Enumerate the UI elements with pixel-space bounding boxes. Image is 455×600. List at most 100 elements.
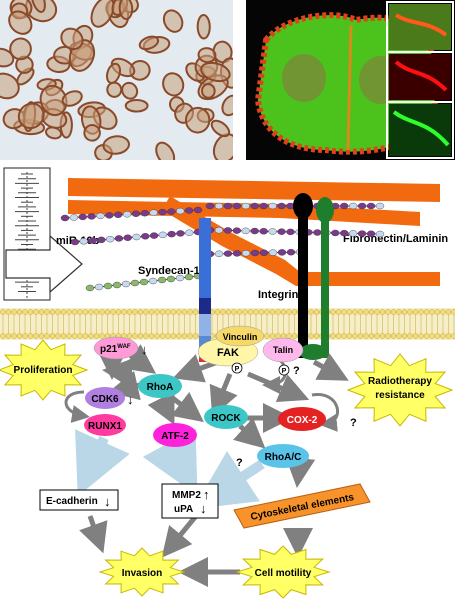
lipid-head: [93, 333, 100, 339]
lipid-head: [440, 333, 446, 339]
lipid-head: [187, 333, 193, 339]
bead: [366, 202, 376, 210]
ecadherin-box: E-cadherin ↓: [39, 489, 119, 511]
lipid-head: [423, 333, 430, 339]
lipid-head: [357, 309, 364, 315]
lipid-head: [313, 333, 320, 339]
ihc-cell: [210, 119, 231, 138]
lipid-head: [418, 309, 424, 315]
bead: [232, 227, 242, 234]
lipid-head: [148, 333, 155, 339]
lipid-head: [82, 333, 89, 339]
lipid-head: [181, 333, 188, 339]
lipid-head: [176, 333, 182, 339]
lipid-head: [137, 309, 144, 315]
lipid-head: [88, 333, 94, 339]
bead: [232, 250, 242, 257]
lipid-head: [66, 309, 72, 315]
fluorescence-micrograph: [246, 0, 455, 160]
ihc-cell: [197, 47, 217, 64]
lipid-head: [352, 333, 358, 339]
lipid-head: [38, 309, 45, 315]
lipid-head: [137, 333, 144, 339]
lipid-head: [11, 309, 17, 315]
cdk6-down-arrow: ↓: [127, 392, 134, 407]
bead: [277, 202, 286, 210]
bead: [105, 235, 115, 243]
bead: [176, 207, 185, 215]
lipid-head: [242, 309, 248, 315]
bead: [176, 230, 185, 237]
lipid-head: [16, 333, 23, 339]
lipid-head: [159, 333, 166, 339]
cdk6-label: CDK6: [91, 394, 119, 405]
bead: [123, 234, 132, 241]
lipid-head: [33, 333, 39, 339]
bead: [259, 202, 268, 210]
integrin: [293, 193, 334, 360]
ihc-cell: [83, 124, 101, 142]
lipid-head: [286, 333, 292, 339]
lipid-head: [379, 333, 386, 339]
lipid-head: [269, 333, 276, 339]
signaling-diagram: miR-10b Fibronectin/Laminin Syndecan-1 I…: [0, 167, 455, 599]
lipid-head: [407, 333, 413, 339]
lipid-head: [330, 333, 336, 339]
fak-p-label: P: [235, 366, 240, 373]
lipid-head: [379, 309, 386, 315]
p21-down-arrow: ↓: [141, 342, 148, 357]
lipid-head: [77, 309, 83, 315]
bead: [85, 284, 95, 292]
rhoac-node: RhoA/C ?: [236, 444, 309, 469]
bead: [223, 250, 233, 257]
bead: [366, 230, 376, 237]
ihc-cell: [124, 99, 149, 113]
lipid-head: [396, 309, 402, 315]
ihc-cell: [184, 106, 211, 134]
radiotherapy-burst: Radiotherapy resistance: [346, 353, 454, 427]
lipid-head: [55, 333, 61, 339]
bead: [167, 230, 176, 238]
bead: [140, 210, 150, 217]
lipid-head: [55, 309, 61, 315]
bead: [268, 228, 277, 235]
lipid-head: [132, 333, 138, 339]
syndecan-core: [199, 218, 211, 362]
lipid-head: [192, 333, 199, 339]
proliferation-label: Proliferation: [14, 365, 73, 376]
lipid-head: [110, 309, 116, 315]
bead: [250, 227, 259, 235]
lipid-head: [401, 333, 408, 339]
bead: [241, 249, 251, 257]
ihc-cell: [212, 133, 233, 160]
bead: [141, 233, 150, 240]
talin-question: ?: [293, 365, 300, 377]
bead: [313, 229, 322, 236]
bead: [97, 236, 106, 244]
lipid-head: [385, 309, 391, 315]
cytoskeletal-box: Cytoskeletal elements: [233, 483, 371, 529]
lipid-head: [0, 309, 6, 315]
ihc-cell: [106, 62, 122, 85]
bead: [205, 202, 215, 210]
bead: [70, 238, 80, 246]
radiotherapy-label-2: resistance: [375, 390, 425, 401]
lipid-head: [451, 309, 455, 315]
bead: [184, 207, 194, 214]
bead: [114, 235, 124, 242]
lipid-head: [363, 333, 369, 339]
lipid-head: [132, 309, 138, 315]
invasion-burst: Invasion: [98, 547, 186, 597]
lipid-head: [181, 309, 188, 315]
bead: [357, 202, 367, 210]
lipid-head: [170, 333, 177, 339]
bead: [268, 249, 278, 256]
cell-motility-label: Cell motility: [255, 568, 312, 579]
rock-label: ROCK: [211, 413, 241, 424]
radiotherapy-label-1: Radiotherapy: [368, 376, 432, 387]
lipid-head: [11, 333, 17, 339]
lipid-head: [451, 333, 455, 339]
proliferation-burst: Proliferation: [0, 339, 89, 401]
mirna-arrow: [5, 234, 83, 294]
bead: [286, 248, 296, 256]
